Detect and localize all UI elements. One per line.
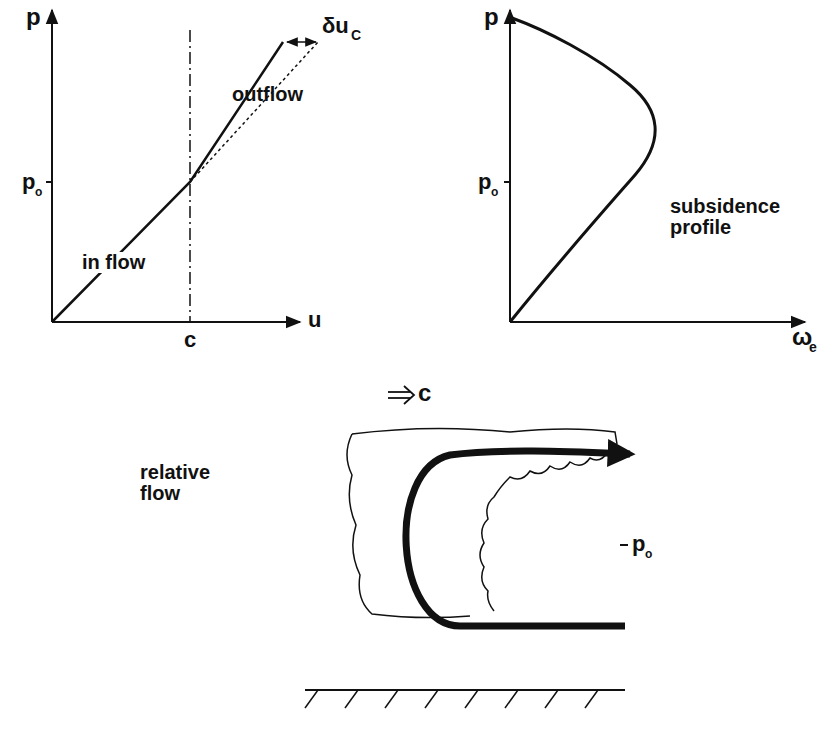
axis-label: u — [308, 308, 321, 331]
dashed-profile — [190, 42, 318, 182]
tick — [46, 181, 52, 183]
p-axis — [51, 10, 53, 322]
subscript: e — [809, 340, 817, 355]
flow-label: outflow — [232, 84, 303, 105]
p-axis — [509, 10, 511, 322]
level-label: p — [22, 170, 35, 193]
c-line — [189, 30, 191, 322]
tick — [504, 181, 510, 183]
subscript: o — [491, 186, 498, 199]
level-label: p — [632, 532, 645, 555]
subsidence-curve — [510, 18, 655, 322]
relative-flow-arrow — [406, 451, 630, 626]
flow-label: in flow — [80, 252, 147, 273]
omega-axis — [510, 321, 805, 323]
flow-label: relative flow — [140, 462, 230, 504]
axis-label: c — [184, 328, 196, 351]
subscript: o — [35, 186, 42, 199]
subscript: o — [645, 548, 652, 561]
leader — [620, 544, 628, 546]
cloud-outline — [347, 428, 617, 617]
ground-hatch — [305, 690, 598, 708]
axis-label: p — [484, 4, 499, 29]
subscript: C — [351, 28, 361, 43]
delta-arrow — [287, 41, 316, 43]
cloud-scallops — [480, 452, 608, 611]
axis-label: p — [26, 4, 41, 29]
level-label: p — [478, 170, 491, 193]
speed-label: c — [418, 380, 431, 405]
motion-arrow — [388, 386, 414, 404]
ground-line — [305, 689, 625, 691]
u-axis — [52, 321, 300, 323]
curve-label: subsidence profile — [670, 196, 785, 238]
delta-label: δu — [322, 14, 349, 37]
